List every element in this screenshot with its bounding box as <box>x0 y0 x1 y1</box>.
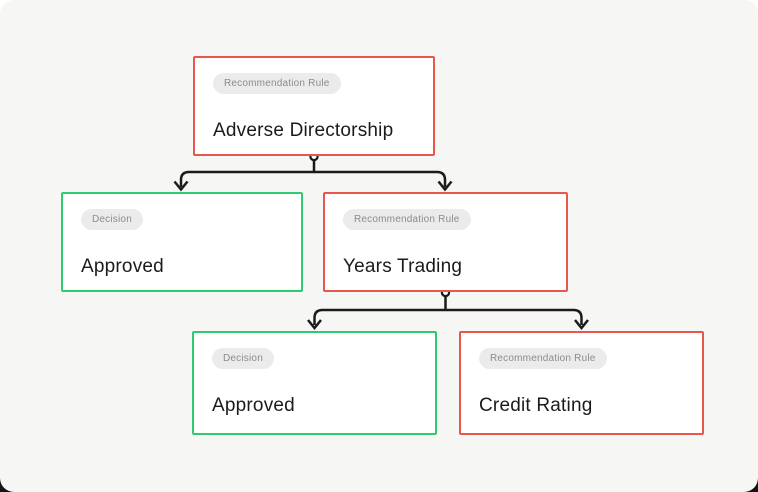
node-years-trading[interactable]: Recommendation Rule Years Trading <box>323 192 568 292</box>
node-type-badge: Recommendation Rule <box>479 348 607 369</box>
node-title: Approved <box>212 395 295 416</box>
node-title: Adverse Directorship <box>213 120 394 141</box>
node-type-badge: Decision <box>212 348 274 369</box>
node-title: Credit Rating <box>479 395 593 416</box>
node-type-badge: Recommendation Rule <box>343 209 471 230</box>
node-title: Years Trading <box>343 256 463 277</box>
node-title: Approved <box>81 256 164 277</box>
edge-root-children <box>173 151 453 192</box>
node-type-badge: Decision <box>81 209 143 230</box>
node-adverse-directorship[interactable]: Recommendation Rule Adverse Directorship <box>193 56 435 156</box>
node-credit-rating[interactable]: Recommendation Rule Credit Rating <box>459 331 704 435</box>
node-type-badge: Recommendation Rule <box>213 73 341 94</box>
node-approved-bottom[interactable]: Decision Approved <box>192 331 437 435</box>
edge-years-trading-children <box>307 287 589 330</box>
node-approved-left[interactable]: Decision Approved <box>61 192 303 292</box>
